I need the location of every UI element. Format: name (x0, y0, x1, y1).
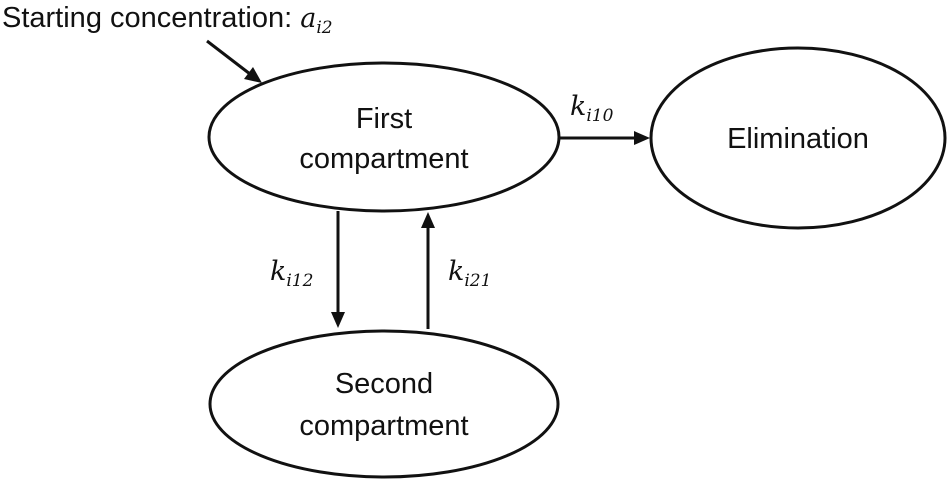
edge-k12-label: ki12 (270, 256, 313, 291)
starting-concentration-subscript: i2 (316, 18, 332, 38)
edge-k12: ki12 (270, 211, 345, 328)
edge-k21-subscript: i21 (464, 271, 491, 291)
edge-k10-label: ki10 (570, 91, 614, 126)
elimination-ellipse (649, 46, 947, 230)
edge-k12-arrow-head (331, 312, 345, 328)
edge-k21-label: ki21 (448, 256, 491, 291)
second-compartment-ellipse (208, 329, 560, 479)
second-compartment-label-line2: compartment (299, 410, 468, 442)
first-compartment-node: First compartment (207, 61, 561, 213)
edge-k10-arrow-head (634, 131, 650, 145)
elimination-node: Elimination (649, 46, 947, 230)
edge-k12-subscript: i12 (286, 271, 313, 291)
starting-concentration-text: Starting concentration: (2, 2, 300, 34)
starting-concentration-label: Starting concentration: ai2 (2, 2, 333, 38)
first-compartment-label-line2: compartment (299, 143, 468, 175)
edge-k12-symbol: k (270, 256, 286, 287)
input-arrow-head (244, 67, 262, 83)
edge-k21-symbol: k (448, 256, 464, 287)
edge-k10-subscript: i10 (586, 106, 613, 126)
first-compartment-label-line1: First (356, 103, 412, 135)
elimination-label: Elimination (727, 123, 869, 155)
input-arrow-line (206, 39, 251, 76)
edge-k21-arrow-head (421, 212, 435, 228)
second-compartment-node: Second compartment (208, 329, 560, 479)
edge-k10-symbol: k (570, 91, 586, 122)
edge-k10: ki10 (559, 91, 650, 145)
edge-k21: ki21 (421, 212, 491, 329)
starting-concentration-symbol: a (300, 3, 316, 34)
second-compartment-label-line1: Second (335, 368, 433, 400)
first-compartment-ellipse (207, 61, 561, 213)
